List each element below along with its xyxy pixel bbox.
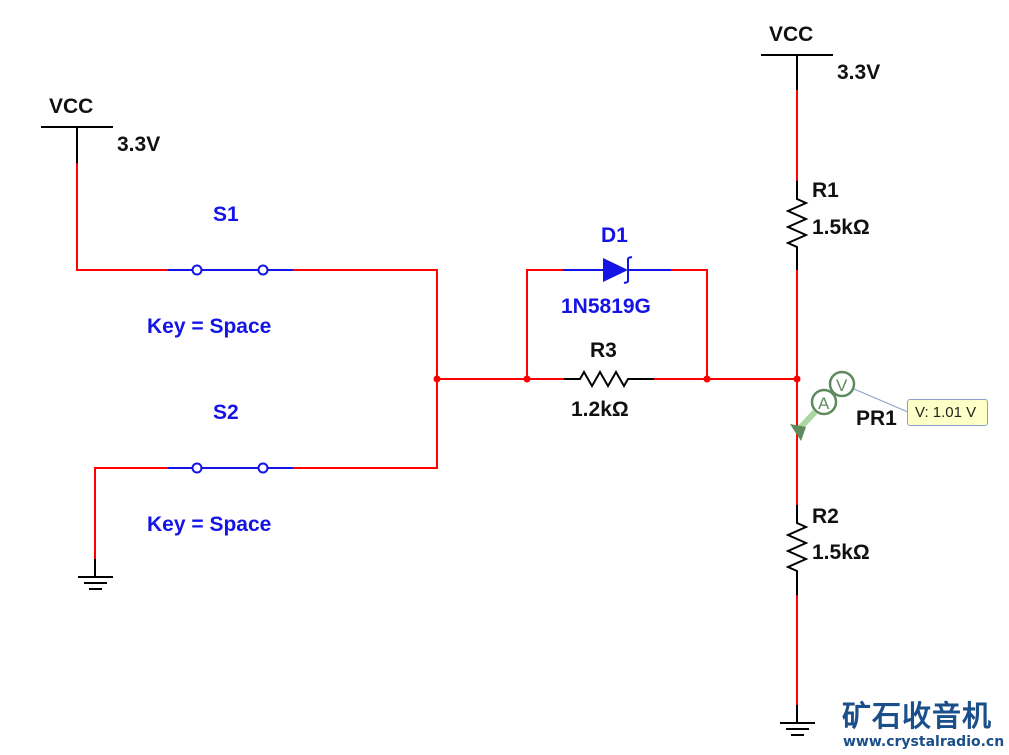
vcc-right-voltage: 3.3V	[837, 61, 880, 84]
probe-v-label: V	[836, 376, 848, 395]
diode-d1[interactable]	[563, 256, 671, 284]
watermark-title: 矿石收音机	[842, 699, 993, 733]
switch-s1[interactable]	[168, 264, 293, 276]
r1-ref: R1	[812, 179, 839, 202]
s2-key: Key = Space	[147, 513, 271, 536]
probe-pr1[interactable]: V A	[790, 370, 909, 441]
vcc-left-label: VCC	[49, 95, 93, 118]
probe-ref: PR1	[856, 407, 897, 430]
vcc-left-symbol[interactable]	[41, 126, 113, 163]
vcc-left-voltage: 3.3V	[117, 133, 160, 156]
s1-ref: S1	[213, 203, 239, 226]
junction-node	[433, 375, 441, 383]
r2-value: 1.5kΩ	[812, 541, 870, 564]
r1-value: 1.5kΩ	[812, 216, 870, 239]
switch-s2[interactable]	[168, 462, 293, 474]
wire-d1-left	[526, 269, 563, 379]
watermark-url: www.crystalradio.cn	[843, 734, 1005, 750]
r2-ref: R2	[812, 505, 839, 528]
resistor-r3[interactable]	[564, 369, 654, 389]
wire-vcc-s1	[76, 163, 168, 271]
wire-switch-bus	[293, 269, 438, 469]
vcc-right-symbol[interactable]	[761, 54, 833, 90]
r3-ref: R3	[590, 339, 617, 362]
d1-part: 1N5819G	[561, 295, 651, 318]
probe-arrow-icon	[790, 424, 806, 441]
r3-value: 1.2kΩ	[571, 398, 629, 421]
vcc-right-label: VCC	[769, 23, 813, 46]
d1-ref: D1	[601, 224, 628, 247]
s1-key: Key = Space	[147, 315, 271, 338]
resistor-r2[interactable]	[785, 505, 809, 595]
resistor-r1[interactable]	[785, 181, 809, 270]
wire-s2-ground	[94, 467, 168, 559]
s2-ref: S2	[213, 401, 239, 424]
junction-node	[703, 375, 711, 383]
voltmeter-icon	[828, 370, 856, 398]
probe-leader-line	[853, 388, 909, 413]
probe-a-label: A	[818, 394, 830, 413]
ground-left-icon	[78, 559, 113, 590]
wire-d1-right	[671, 269, 708, 379]
probe-reading-tooltip: V: 1.01 V	[907, 399, 988, 426]
ground-right-icon	[780, 705, 815, 736]
ammeter-icon	[810, 388, 838, 416]
